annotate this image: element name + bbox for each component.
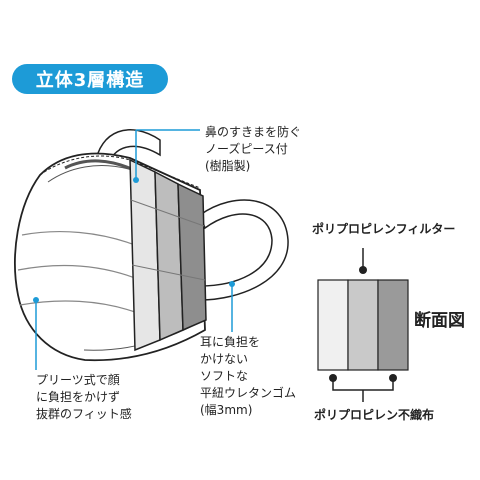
title-badge: 立体3層構造 — [12, 64, 168, 94]
callout-nose-piece: 鼻のすきまを防ぐ ノーズピース付 (樹脂製) — [205, 125, 302, 173]
callout-pleats: プリーツ式で顔 に負担をかけず 抜群のフィット感 — [36, 373, 132, 421]
pleat-line — [21, 231, 136, 246]
nonwoven-label: ポリプロピレン不織布 — [314, 408, 435, 422]
side-layer-inner — [177, 182, 207, 332]
filter-pointer-dot — [359, 266, 367, 274]
ear-loop-front — [199, 199, 289, 301]
filter-label: ポリプロピレンフィルター — [312, 222, 456, 236]
ear-loop-back — [94, 129, 161, 169]
callout-ear-loop: 耳に負担を かけない ソフトな 平紐ウレタンゴム (幅3mm) — [200, 335, 297, 417]
section-layer-outer — [317, 279, 349, 371]
section-layer-inner — [377, 279, 409, 371]
pleat-line — [19, 300, 136, 313]
section-label: 断面図 — [414, 311, 465, 331]
pleat-line — [17, 264, 136, 279]
page-title: 立体3層構造 — [35, 70, 145, 91]
section-layer-middle — [347, 279, 379, 371]
